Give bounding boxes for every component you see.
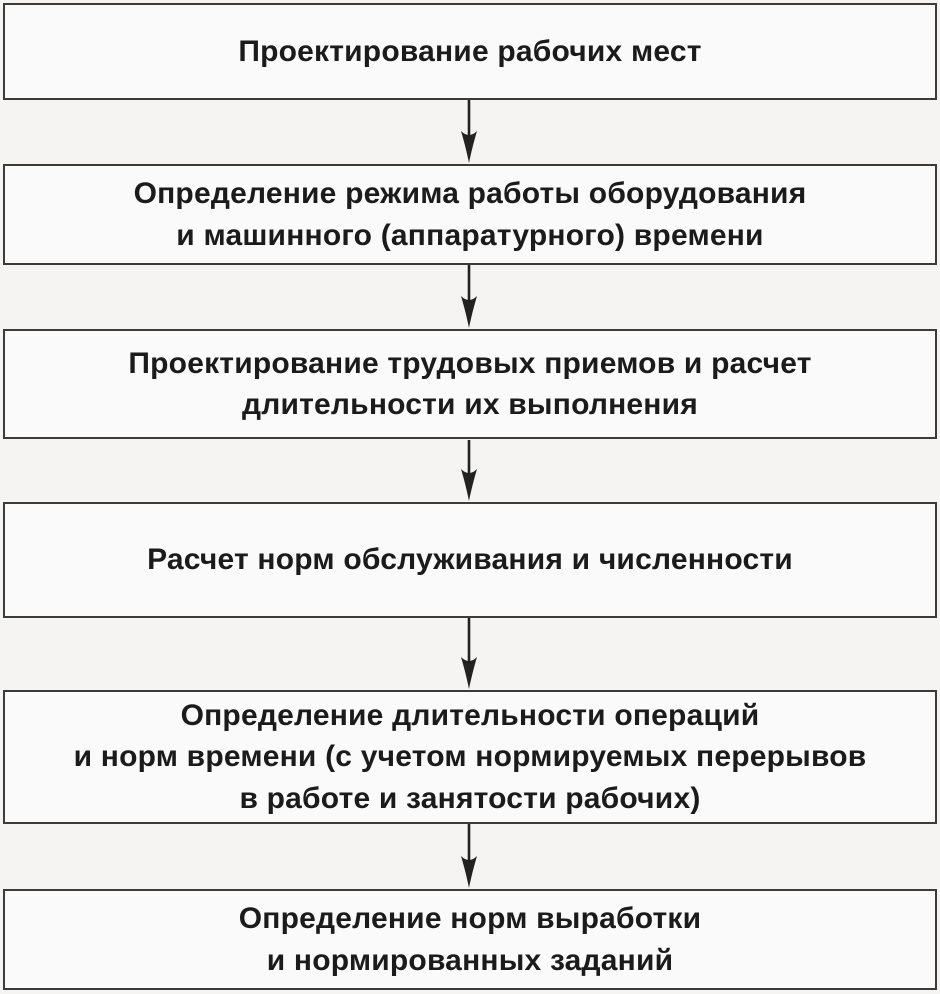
down-arrow-connector <box>457 100 481 164</box>
flow-step-service-norms: Расчет норм обслуживания и численности <box>3 502 937 618</box>
arrow-down-icon <box>461 824 477 888</box>
arrow-down-icon <box>461 440 477 501</box>
down-arrow-connector <box>457 618 481 690</box>
flow-step-label: Определение норм выработки и нормированн… <box>238 902 702 977</box>
flow-step-label: Проектирование рабочих мест <box>238 34 702 68</box>
arrow-down-icon <box>461 618 477 689</box>
flow-step-labor-methods: Проектирование трудовых приемов и расчет… <box>3 329 937 439</box>
down-arrow-connector <box>457 265 481 329</box>
flow-step-label: Расчет норм обслуживания и численности <box>147 543 793 577</box>
flow-step-output-norms: Определение норм выработки и нормированн… <box>3 889 937 990</box>
arrow-down-icon <box>461 265 477 328</box>
flow-step-equipment-mode: Определение режима работы оборудования и… <box>3 164 937 265</box>
flow-step-label: Определение режима работы оборудования и… <box>133 177 807 252</box>
arrow-down-icon <box>461 100 477 163</box>
flow-step-label: Проектирование трудовых приемов и расчет… <box>128 346 812 421</box>
down-arrow-connector <box>457 824 481 889</box>
flow-step-operation-duration: Определение длительности операций и норм… <box>3 690 937 824</box>
flow-step-design-workplaces: Проектирование рабочих мест <box>3 3 937 100</box>
flow-step-label: Определение длительности операций и норм… <box>73 698 867 815</box>
down-arrow-connector <box>457 440 481 502</box>
